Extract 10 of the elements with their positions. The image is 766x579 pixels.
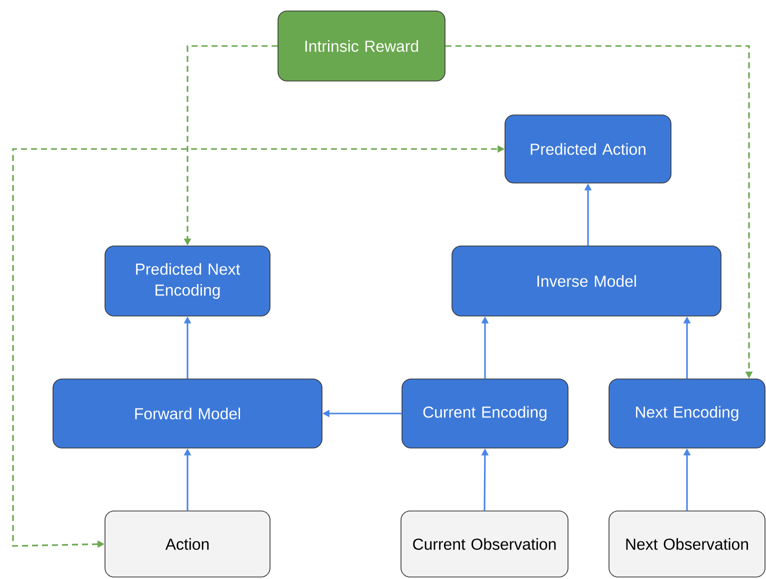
input-box: Action <box>104 510 270 578</box>
input-box: Next Observation <box>608 510 766 578</box>
input-box: Current Observation <box>400 510 568 578</box>
process-box: Inverse Model <box>452 246 722 316</box>
process-box: Predicted Next Encoding <box>104 246 270 316</box>
process-box: Current Encoding <box>402 378 568 448</box>
process-box: Predicted Action <box>504 114 672 184</box>
process-box: Forward Model <box>52 378 322 448</box>
process-box: Intrinsic Reward <box>278 10 446 82</box>
process-box: Next Encoding <box>608 378 766 448</box>
